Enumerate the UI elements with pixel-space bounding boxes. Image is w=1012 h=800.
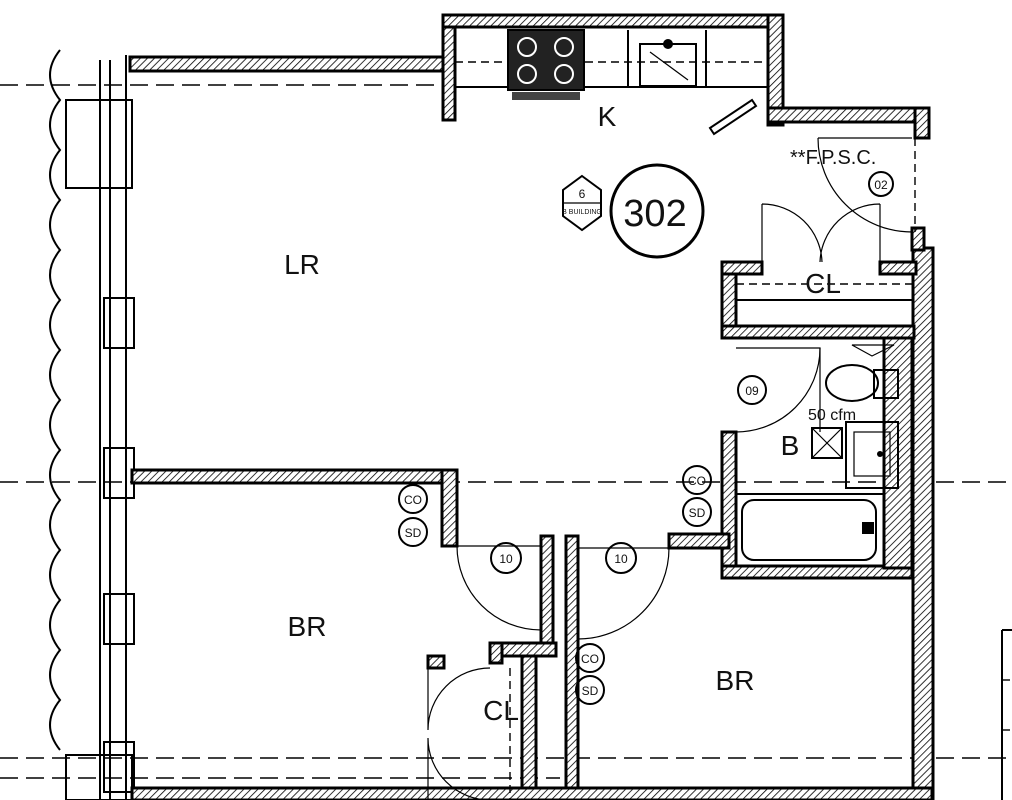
- co-detector-bedroom: CO: [581, 652, 599, 666]
- exhaust-fan: [811, 427, 843, 459]
- room-label-kitchen: K: [598, 101, 617, 132]
- bathtub: [735, 493, 885, 567]
- door-tag-10-right: 10: [614, 552, 628, 566]
- co-detector-hall: CO: [688, 474, 706, 488]
- room-label-closet-top: CL: [805, 268, 841, 299]
- door-tags: 02 09 10 10: [490, 171, 894, 574]
- room-label-closet-bottom: CL: [483, 695, 519, 726]
- detectors: CO SD CO SD CO SD: [398, 465, 712, 705]
- room-label-bath: B: [781, 430, 800, 461]
- building-tag: 6 B BUILDING: [562, 174, 602, 232]
- door-tag-09: 09: [745, 384, 759, 398]
- bathroom-fixtures: [735, 344, 899, 567]
- closet-top: [736, 137, 916, 301]
- room-label-bedroom-left: BR: [288, 611, 327, 642]
- unit-number: 302: [623, 193, 686, 235]
- kitchen-fixtures: [454, 26, 769, 136]
- unit-number-circle: [609, 163, 705, 259]
- fpsc-label: **F.P.S.C.: [790, 147, 876, 169]
- lavatory: [845, 421, 899, 489]
- bedroom-doors: [427, 545, 670, 800]
- toilet: [825, 364, 879, 402]
- west-window-column: [65, 55, 135, 800]
- building-tag-text: B BUILDING: [562, 209, 602, 216]
- scalloped-facade: [49, 49, 62, 751]
- stair-partial: [1001, 629, 1012, 800]
- smoke-detector-living: SD: [405, 526, 422, 540]
- walls: [128, 13, 935, 800]
- co-detector-living: CO: [404, 493, 422, 507]
- door-tag-02: 02: [874, 178, 888, 192]
- door-tag-10-left: 10: [499, 552, 513, 566]
- room-label-bedroom-right: BR: [716, 665, 755, 696]
- building-tag-number: 6: [579, 187, 586, 201]
- smoke-detector-hall: SD: [689, 506, 706, 520]
- fan-rating: 50 cfm: [808, 407, 856, 424]
- stove: [507, 29, 585, 91]
- smoke-detector-bedroom: SD: [582, 684, 599, 698]
- room-label-living: LR: [284, 249, 320, 280]
